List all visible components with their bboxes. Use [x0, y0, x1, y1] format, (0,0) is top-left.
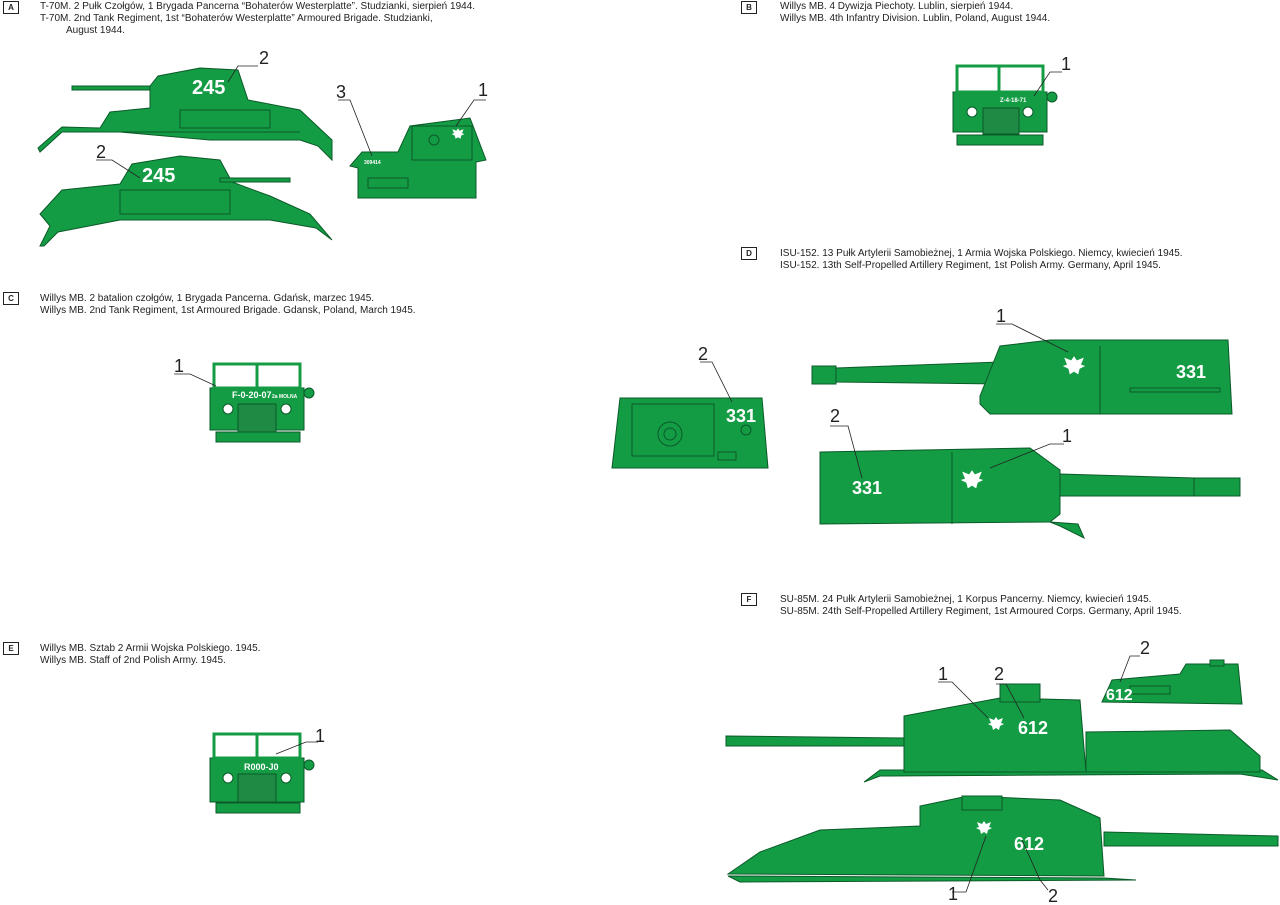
- isu152-rear-view: [611, 397, 769, 469]
- t70-rear-view: [349, 117, 487, 199]
- callout-isu-upper-1: 1: [996, 306, 1006, 326]
- su85-side-view-upper: [725, 683, 1279, 783]
- t70-number-lower: 245: [142, 165, 175, 187]
- section-e-caption-pl: Willys MB. Sztab 2 Armii Wojska Polskieg…: [40, 643, 261, 654]
- jeep-b-front-view: [952, 64, 1058, 146]
- section-d-caption: ISU-152. 13 Pułk Artylerii Samobieżnej, …: [780, 248, 1183, 272]
- section-d-caption-pl: ISU-152. 13 Pułk Artylerii Samobieżnej, …: [780, 248, 1183, 259]
- section-b-badge: B: [741, 1, 757, 14]
- t70-gun-barrel-lower: [219, 177, 291, 183]
- su85-gun-barrel-upper: [725, 735, 905, 747]
- callout-t70-lower-2: 2: [96, 142, 106, 162]
- isu152-lower-number: 331: [852, 478, 882, 498]
- su85-rear-small-view: [1101, 659, 1243, 705]
- callout-jeep-b-1: 1: [1061, 54, 1071, 74]
- section-a-caption-en-cont: August 1944.: [66, 25, 125, 36]
- jeep-e-front-view: [209, 732, 315, 814]
- isu152-side-view-lower: [819, 447, 1241, 540]
- section-e-badge: E: [3, 642, 19, 655]
- callout-isu-lower-1: 1: [1062, 426, 1072, 446]
- isu152-muzzle-brake-lower: [1193, 477, 1241, 497]
- callout-numbers: 2 2 3 1 1 1 1 2 1 2 1 1 2 2 1 2: [96, 48, 1150, 905]
- callout-su85-lower-2: 2: [1048, 886, 1058, 905]
- section-b-caption-pl: Willys MB. 4 Dywizja Piechoty. Lublin, s…: [780, 1, 1014, 12]
- isu152-rear-number: 331: [726, 406, 756, 426]
- jeep-c-front-view: [209, 362, 315, 443]
- section-f-badge: F: [741, 593, 757, 606]
- su85-lower-number: 612: [1014, 834, 1044, 854]
- section-b-caption-en: Willys MB. 4th Infantry Division. Lublin…: [780, 13, 1051, 24]
- section-c-caption-pl: Willys MB. 2 batalion czołgów, 1 Brygada…: [40, 293, 375, 304]
- callout-jeep-e-1: 1: [315, 726, 325, 746]
- su85-side-view-lower: [726, 795, 1279, 883]
- t70-side-view-lower: [39, 155, 333, 247]
- isu152-side-view-upper: [811, 339, 1233, 415]
- callout-su85-small-2: 2: [1140, 638, 1150, 658]
- callout-t70-rear-1: 1: [478, 80, 488, 100]
- white-markings: 245 245 309414 Z-4-18-71 F-0-20-07 2a MO…: [142, 77, 1206, 854]
- section-a-caption: T-70M. 2 Pułk Czołgów, 1 Brygada Pancern…: [40, 1, 475, 37]
- callout-t70-rear-3: 3: [336, 82, 346, 102]
- callout-su85-upper-1: 1: [938, 664, 948, 684]
- jeep-b-plate: Z-4-18-71: [1000, 98, 1027, 104]
- callout-su85-lower-1: 1: [948, 884, 958, 904]
- t70-number-upper: 245: [192, 77, 225, 99]
- section-b-caption: Willys MB. 4 Dywizja Piechoty. Lublin, s…: [780, 1, 1050, 25]
- section-d-badge: D: [741, 247, 757, 260]
- section-e-caption-en: Willys MB. Staff of 2nd Polish Army. 194…: [40, 655, 226, 666]
- su85-small-number: 612: [1106, 687, 1133, 704]
- jeep-c-side-text: 2a MOLNA: [272, 394, 298, 400]
- section-d-caption-en: ISU-152. 13th Self-Propelled Artillery R…: [780, 260, 1161, 271]
- section-f-caption: SU-85M. 24 Pułk Artylerii Samobieżnej, 1…: [780, 594, 1182, 618]
- callout-su85-upper-2: 2: [994, 664, 1004, 684]
- section-c-caption: Willys MB. 2 batalion czołgów, 1 Brygada…: [40, 293, 416, 317]
- isu152-upper-number: 331: [1176, 362, 1206, 382]
- section-c-caption-en: Willys MB. 2nd Tank Regiment, 1st Armour…: [40, 305, 416, 316]
- su85-upper-number: 612: [1018, 718, 1048, 738]
- t70-side-view-upper: [37, 67, 333, 162]
- jeep-c-plate: F-0-20-07: [232, 390, 272, 400]
- section-f-caption-en: SU-85M. 24th Self-Propelled Artillery Re…: [780, 606, 1182, 617]
- su85-gun-barrel-lower: [1103, 831, 1279, 847]
- section-e-caption: Willys MB. Sztab 2 Armii Wojska Polskieg…: [40, 643, 260, 667]
- jeep-e-plate: R000-J0: [244, 762, 279, 772]
- section-c-badge: C: [3, 292, 19, 305]
- section-f-caption-pl: SU-85M. 24 Pułk Artylerii Samobieżnej, 1…: [780, 594, 1152, 605]
- callout-jeep-c-1: 1: [174, 356, 184, 376]
- callout-t70-upper-2: 2: [259, 48, 269, 68]
- isu152-muzzle-brake-upper: [811, 365, 837, 385]
- callout-leaders: [96, 65, 1140, 893]
- callout-isu-rear-2: 2: [698, 344, 708, 364]
- section-a-badge: A: [3, 1, 19, 14]
- section-a-caption-en: T-70M. 2nd Tank Regiment, 1st “Bohaterów…: [40, 13, 433, 24]
- t70-rear-serial: 309414: [364, 160, 381, 166]
- callout-isu-lower-2: 2: [830, 406, 840, 426]
- section-a-caption-pl: T-70M. 2 Pułk Czołgów, 1 Brygada Pancern…: [40, 1, 476, 12]
- t70-gun-barrel: [71, 85, 151, 91]
